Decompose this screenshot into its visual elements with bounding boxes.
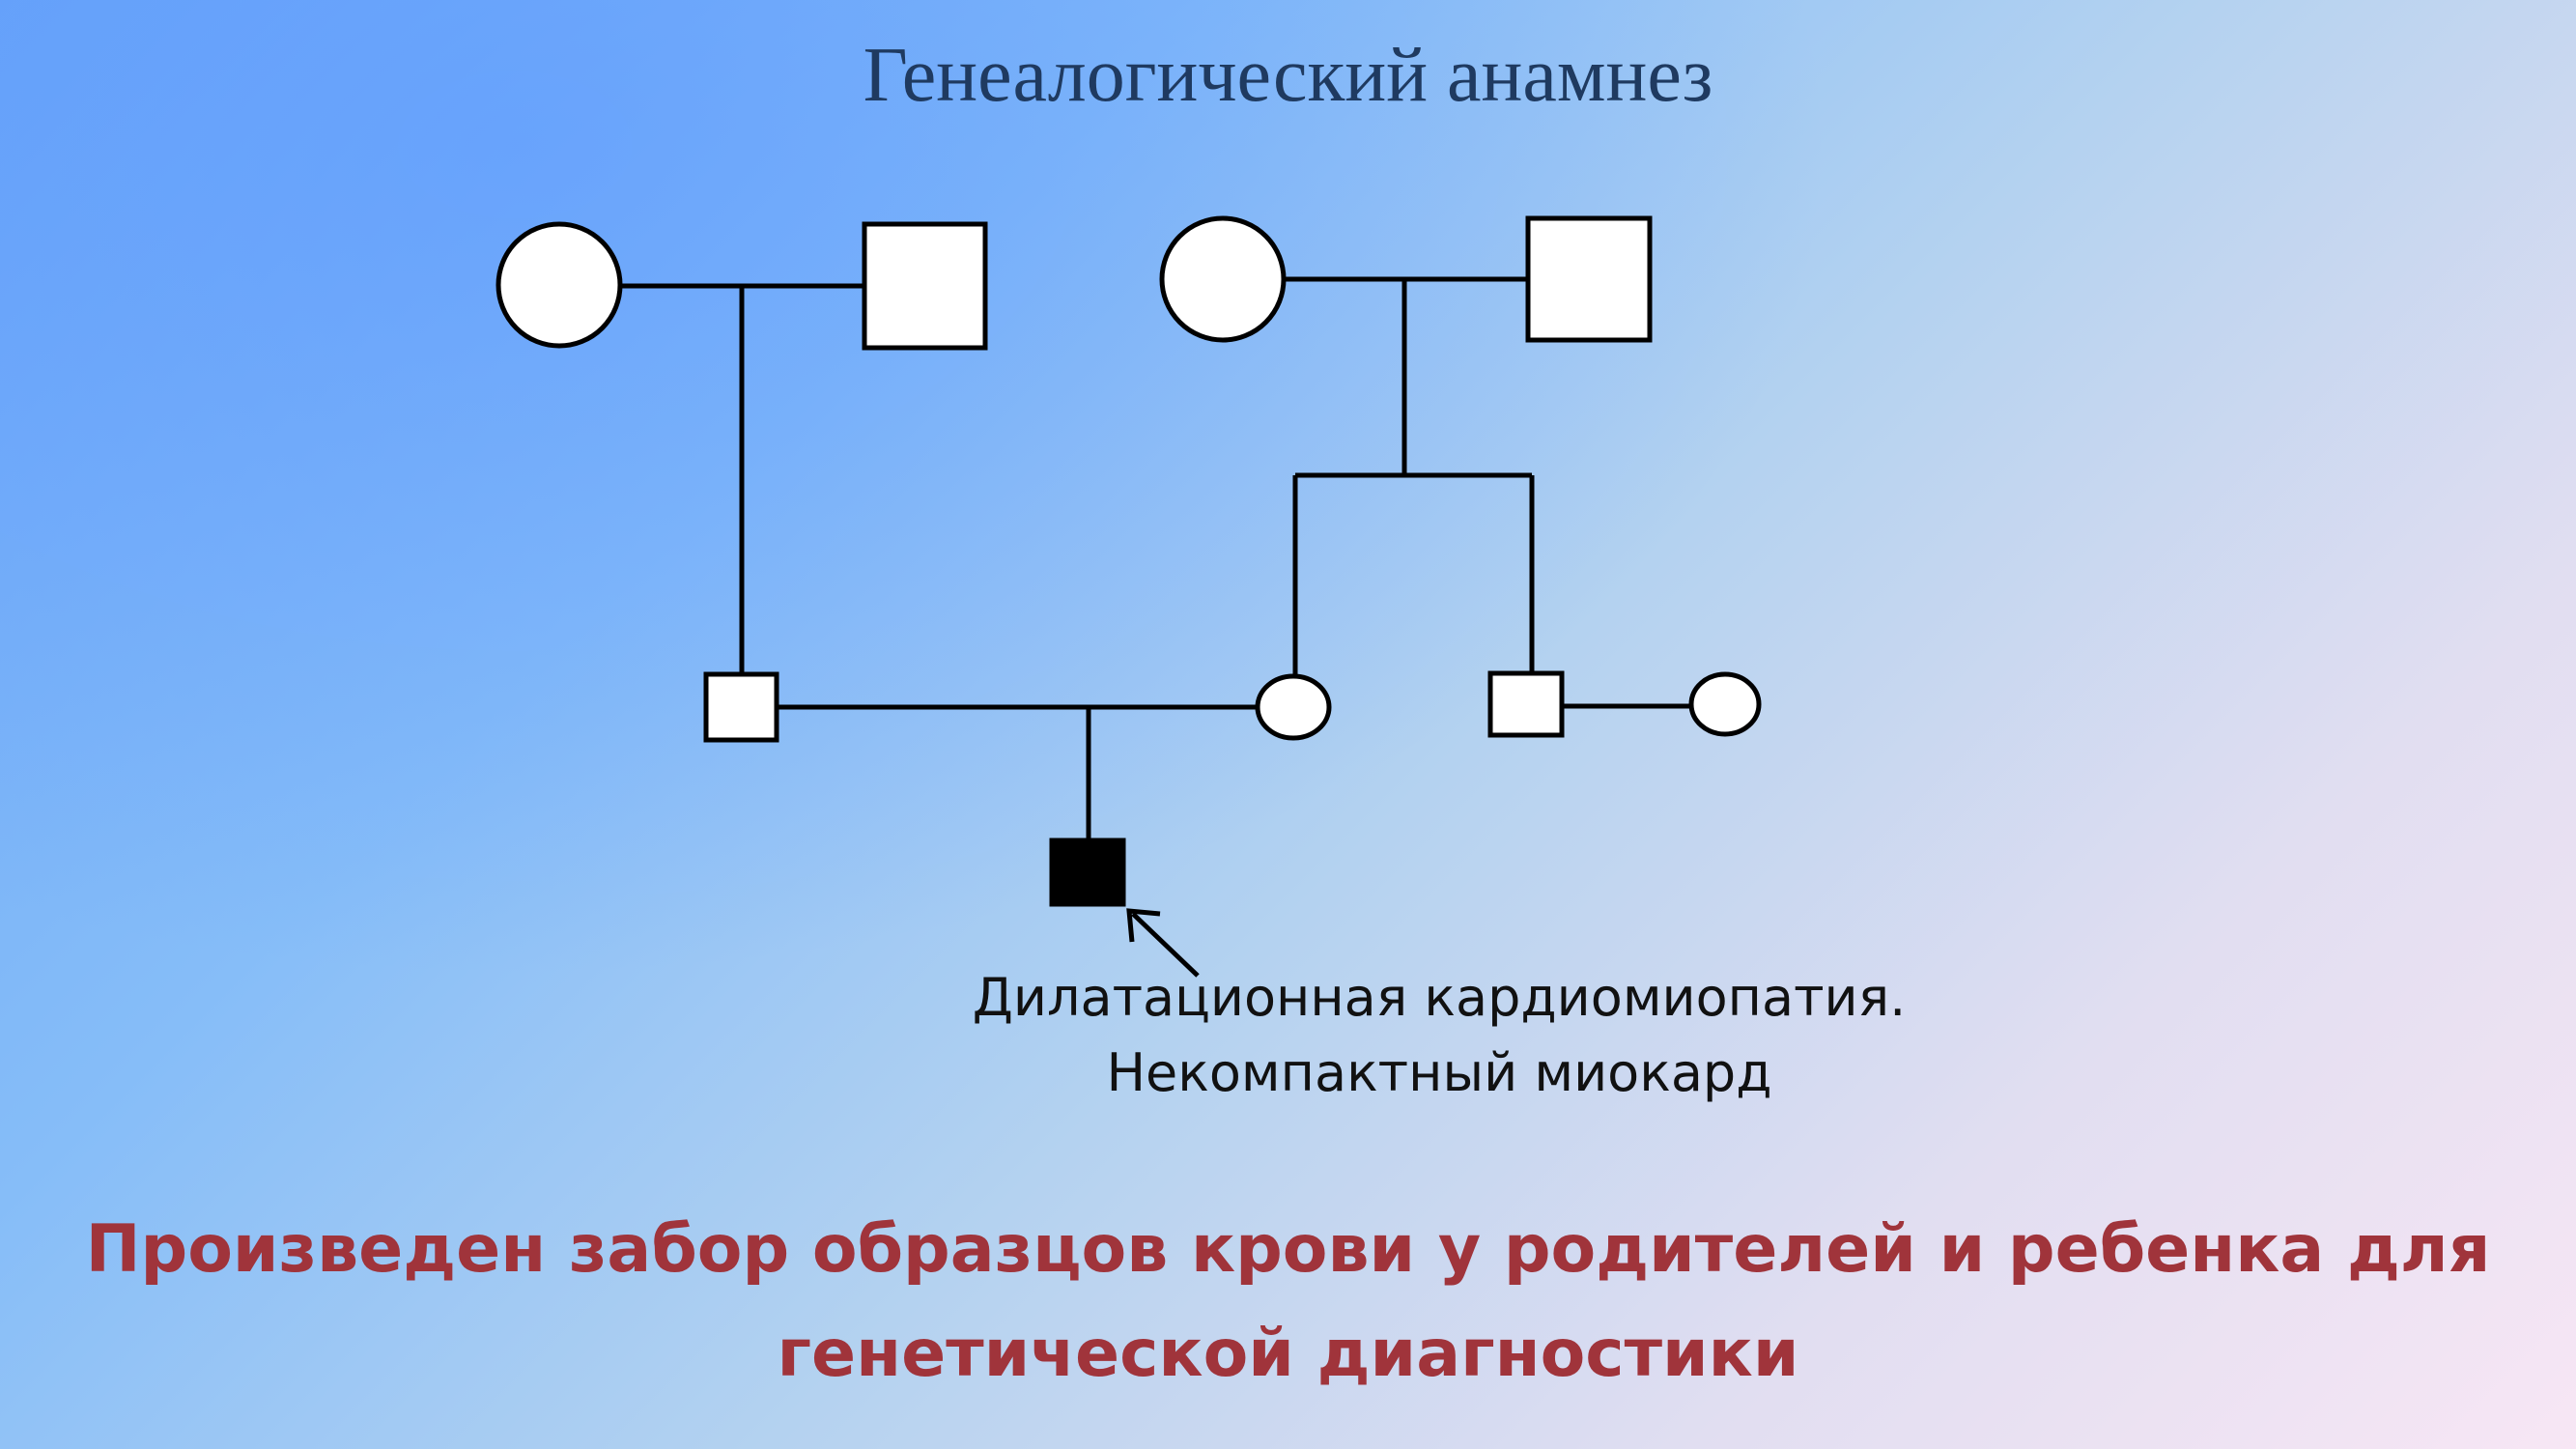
diagnosis-line-1: Дилатационная кардиомиопатия. [972, 967, 1907, 1028]
grandmother-left-symbol [495, 221, 623, 349]
footer-note: Произведен забор образцов крови у родите… [0, 1198, 2576, 1406]
proband-arrow [1126, 908, 1200, 978]
father-symbol [703, 671, 779, 743]
proband-affected-symbol [1049, 838, 1126, 907]
diagnosis-line-2: Некомпактный миокард [1106, 1042, 1772, 1103]
grandfather-right-symbol [1525, 215, 1653, 343]
footer-line-2: генетической диагностики [777, 1316, 1799, 1392]
diagnosis-annotation: Дилатационная кардиомиопатия. Некомпактн… [927, 960, 1951, 1111]
uncle-symbol [1487, 670, 1565, 738]
grandparents-right-couple [1159, 215, 1653, 686]
uncle-couple [1487, 670, 1762, 738]
grandfather-left-symbol [862, 221, 988, 351]
footer-line-1: Произведен забор образцов крови у родите… [85, 1211, 2491, 1288]
parents-couple [703, 671, 1332, 840]
grandmother-right-symbol [1159, 215, 1287, 343]
mother-symbol [1255, 673, 1332, 741]
aunt-symbol [1688, 671, 1762, 737]
page-title: Генеалогический анамнез [863, 33, 1713, 118]
grandparents-left-couple [495, 221, 988, 691]
